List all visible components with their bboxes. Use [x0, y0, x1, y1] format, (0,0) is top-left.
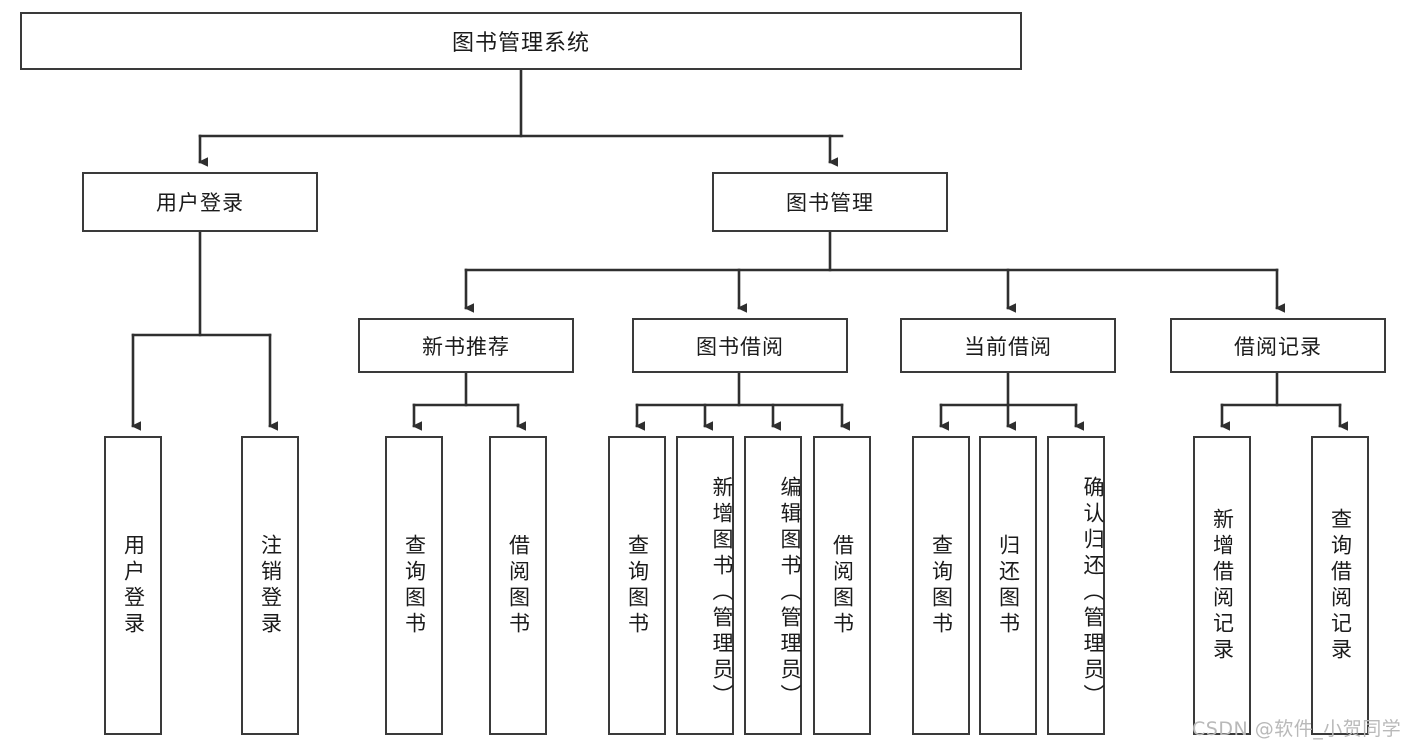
csdn-watermark: CSDN @软件_小贺同学 — [1192, 718, 1402, 740]
node-current-borrow[interactable]: 当前借阅 — [900, 318, 1116, 373]
node-user-login[interactable]: 用户登录 — [82, 172, 318, 232]
leaf-borrow-borrow-book[interactable]: 借阅图书 — [813, 436, 871, 735]
leaf-borrow-add-book-admin[interactable]: 新增图书（管理员） — [676, 436, 734, 735]
leaf-recommend-query-book[interactable]: 查询图书 — [385, 436, 443, 735]
leaf-borrow-edit-book-admin[interactable]: 编辑图书（管理员） — [744, 436, 802, 735]
leaf-current-query-book[interactable]: 查询图书 — [912, 436, 970, 735]
leaf-recommend-borrow-book[interactable]: 借阅图书 — [489, 436, 547, 735]
leaf-user-login-logout[interactable]: 注销登录 — [241, 436, 299, 735]
leaf-records-add-record[interactable]: 新增借阅记录 — [1193, 436, 1251, 735]
node-new-book-recommend[interactable]: 新书推荐 — [358, 318, 574, 373]
leaf-borrow-query-book[interactable]: 查询图书 — [608, 436, 666, 735]
leaf-current-return-book[interactable]: 归还图书 — [979, 436, 1037, 735]
node-borrow-records[interactable]: 借阅记录 — [1170, 318, 1386, 373]
node-book-management[interactable]: 图书管理 — [712, 172, 948, 232]
node-root-system[interactable]: 图书管理系统 — [20, 12, 1022, 70]
leaf-current-confirm-return-admin[interactable]: 确认归还（管理员） — [1047, 436, 1105, 735]
node-book-borrow[interactable]: 图书借阅 — [632, 318, 848, 373]
leaf-records-query-record[interactable]: 查询借阅记录 — [1311, 436, 1369, 735]
leaf-user-login-login[interactable]: 用户登录 — [104, 436, 162, 735]
